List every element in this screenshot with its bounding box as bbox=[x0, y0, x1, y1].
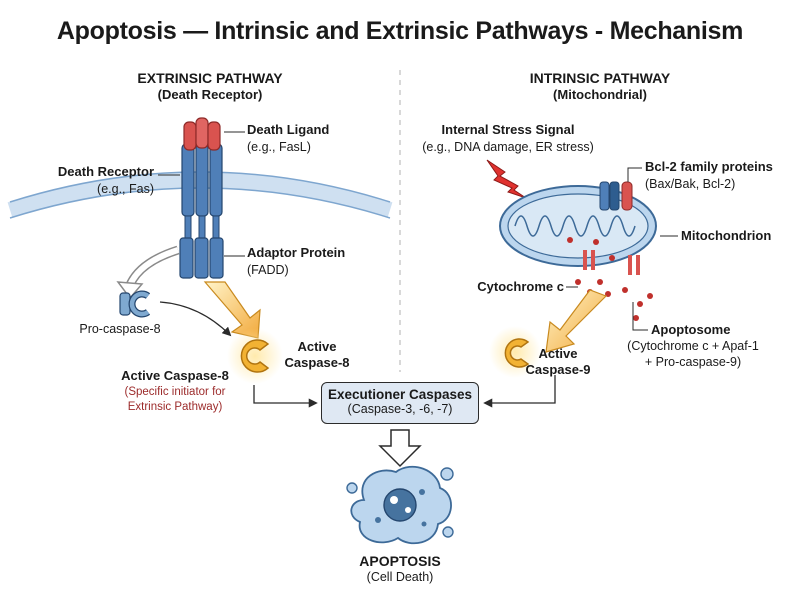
bcl-2-proteins-icon bbox=[599, 181, 633, 211]
active-caspase-9-line2: Caspase-9 bbox=[525, 362, 591, 377]
activation-arrow-extrinsic bbox=[203, 281, 261, 339]
executioner-title: Executioner Caspases bbox=[327, 387, 473, 402]
executioner-caspases-box: Executioner Caspases (Caspase-3, -6, -7) bbox=[321, 382, 479, 424]
death-ligand-example: (e.g., FasL) bbox=[247, 140, 311, 154]
executioner-detail: (Caspase-3, -6, -7) bbox=[347, 402, 453, 416]
apoptosome-line2: + Pro-caspase-9) bbox=[644, 355, 742, 369]
stress-signal-icon bbox=[486, 159, 527, 199]
active-caspase-9-line1: Active bbox=[538, 346, 578, 361]
apoptosis-label: APOPTOSIS bbox=[359, 553, 441, 569]
caspase-8-note-title: Active Caspase-8 bbox=[121, 368, 229, 383]
death-receptor-label: Death Receptor bbox=[57, 164, 154, 179]
mitochondrion-icon bbox=[499, 185, 657, 267]
cell-death-label: (Cell Death) bbox=[366, 570, 434, 584]
membrane-pores bbox=[583, 250, 640, 275]
apoptotic-cell-icon bbox=[346, 465, 454, 545]
adaptor-protein-label: Adaptor Protein bbox=[247, 245, 346, 260]
bcl-2-label: Bcl-2 family proteins bbox=[645, 159, 773, 174]
active-caspase-8-line1: Active bbox=[297, 339, 337, 354]
death-ligand bbox=[183, 117, 221, 151]
death-receptor-example: (e.g., Fas) bbox=[97, 182, 154, 196]
bcl-2-example: (Bax/Bak, Bcl-2) bbox=[645, 177, 736, 191]
death-receptor bbox=[181, 143, 223, 239]
adaptor-protein-example: (FADD) bbox=[247, 263, 289, 277]
executioner-arrow bbox=[378, 429, 422, 468]
apoptosome-line1: (Cytochrome c + Apaf-1 bbox=[627, 339, 759, 353]
death-ligand-label: Death Ligand bbox=[247, 122, 330, 137]
extrinsic-subheading: (Death Receptor) bbox=[157, 87, 263, 102]
active-caspase-8-icon bbox=[240, 339, 270, 373]
cytochrome-c-label: Cytochrome c bbox=[477, 279, 564, 294]
mitochondrion-label: Mitochondrion bbox=[681, 228, 772, 243]
intrinsic-heading: INTRINSIC PATHWAY bbox=[529, 70, 671, 86]
active-caspase-9-icon bbox=[504, 338, 530, 368]
page-title: Apoptosis — Intrinsic and Extrinsic Path… bbox=[56, 17, 744, 45]
activation-arrow-intrinsic bbox=[545, 289, 608, 353]
apoptosome-label: Apoptosome bbox=[651, 322, 731, 337]
pro-caspase-8-icon bbox=[119, 290, 151, 318]
pro-caspase-8-label: Pro-caspase-8 bbox=[79, 322, 161, 336]
caspase-8-note-line2: Extrinsic Pathway) bbox=[127, 401, 223, 413]
stress-signal-label: Internal Stress Signal bbox=[441, 122, 575, 137]
intrinsic-subheading: (Mitochondrial) bbox=[553, 87, 647, 102]
active-caspase-8-line2: Caspase-8 bbox=[284, 355, 350, 370]
extrinsic-heading: EXTRINSIC PATHWAY bbox=[137, 70, 283, 86]
stress-signal-example: (e.g., DNA damage, ER stress) bbox=[422, 140, 594, 154]
caspase-8-note-line1: (Specific initiator for bbox=[124, 386, 226, 398]
adaptor-protein bbox=[179, 237, 224, 279]
